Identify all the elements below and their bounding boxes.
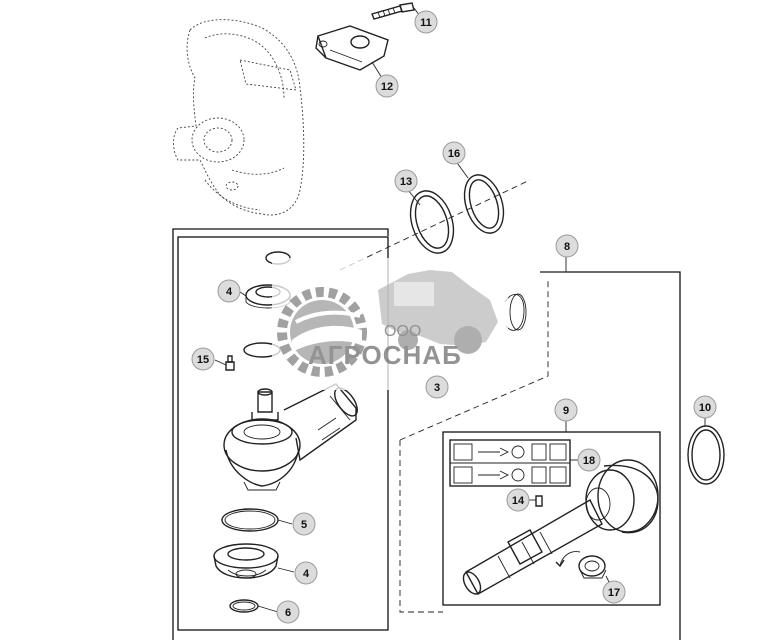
- callout-12: 12: [375, 74, 399, 98]
- callout-6: 6: [276, 600, 300, 624]
- callout-11: 11: [414, 10, 438, 34]
- svg-text:16: 16: [448, 148, 460, 160]
- svg-text:18: 18: [583, 455, 595, 467]
- assembly-box-tie-rod-end: [177, 236, 389, 631]
- assembly-centerline-upper: [339, 179, 531, 271]
- callout-9: 9: [554, 398, 578, 422]
- assembly-box-8: [172, 228, 681, 640]
- callout-4-lower: 4: [294, 561, 318, 585]
- gear-logo-icon: [277, 287, 367, 377]
- part-15-grease-fitting: [214, 355, 235, 371]
- part-18-decal: [449, 439, 578, 487]
- watermark-prefix: ООО: [384, 323, 421, 340]
- svg-text:12: 12: [381, 81, 393, 93]
- watermark-name: АГРОСНАБ: [308, 340, 462, 370]
- svg-text:4: 4: [303, 568, 310, 580]
- svg-text:9: 9: [563, 405, 569, 417]
- svg-text:3: 3: [434, 382, 440, 394]
- svg-text:14: 14: [512, 495, 525, 507]
- callout-13: 13: [394, 169, 418, 193]
- svg-text:5: 5: [301, 519, 307, 531]
- part-3-shaft-stub: [504, 293, 527, 331]
- tie-rod-end: [223, 383, 358, 491]
- watermark: ООО АГРОСНАБ: [272, 258, 508, 390]
- svg-text:4: 4: [226, 286, 233, 298]
- svg-text:17: 17: [608, 587, 620, 599]
- callout-10: 10: [693, 395, 717, 419]
- part-17-nut: [555, 551, 611, 585]
- part-9-shaft: [462, 459, 659, 595]
- part-10-ring: [687, 418, 725, 485]
- callout-18: 18: [577, 448, 601, 472]
- svg-text:6: 6: [285, 607, 291, 619]
- phantom-axle-housing: [173, 19, 305, 216]
- harvester-logo-icon: [378, 270, 498, 354]
- part-16-snap-ring: [454, 159, 505, 234]
- callout-14: 14: [506, 488, 530, 512]
- part-11-bolt: [371, 2, 421, 20]
- svg-text:15: 15: [197, 354, 209, 366]
- callout-16: 16: [442, 141, 466, 165]
- dashed-connectors: [399, 280, 549, 613]
- part-6-small-o-ring: [229, 599, 279, 613]
- callout-15: 15: [191, 347, 215, 371]
- svg-text:13: 13: [400, 176, 412, 188]
- svg-text:11: 11: [420, 17, 432, 29]
- part-5-o-ring: [221, 508, 293, 532]
- part-13-snap-ring: [407, 189, 455, 254]
- part-14-grease-fitting: [528, 495, 543, 507]
- part-4-lower-boot: [213, 543, 295, 579]
- callout-8: 8: [555, 234, 579, 258]
- callout-17: 17: [602, 580, 626, 604]
- part-12-bracket: [315, 25, 389, 79]
- callout-4-upper: 4: [217, 279, 241, 303]
- callout-3: 3: [425, 375, 449, 399]
- callout-5: 5: [292, 512, 316, 536]
- svg-text:8: 8: [564, 241, 570, 253]
- svg-text:10: 10: [699, 402, 711, 414]
